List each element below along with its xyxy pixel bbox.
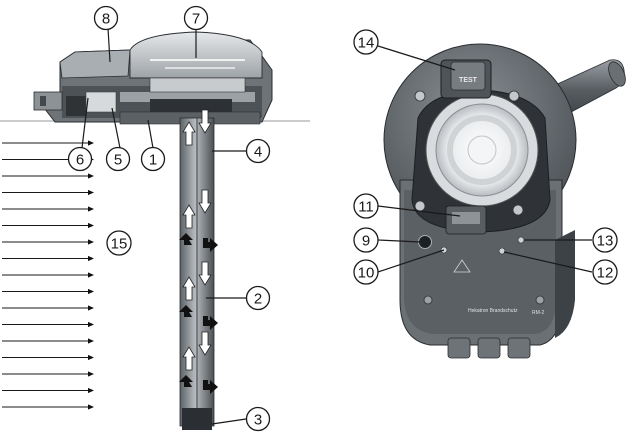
svg-text:9: 9: [362, 233, 370, 250]
svg-text:7: 7: [192, 11, 200, 28]
callout-8: 8: [93, 5, 119, 31]
reset-button: [418, 235, 432, 249]
air-flow-arrowhead: [88, 206, 94, 212]
inner-chamber: [120, 92, 255, 102]
air-flow-arrowhead: [88, 321, 94, 328]
tube-flow-arrows: [179, 109, 218, 394]
air-flow-arrowhead: [88, 239, 94, 245]
housing-lid: [59, 49, 131, 79]
callout-3: 3: [245, 406, 271, 432]
cable-entry: [66, 96, 86, 116]
brand-label: Hekatron Brandschutz: [468, 308, 518, 314]
callout-1: 1: [140, 146, 166, 172]
air-flow-arrowhead: [88, 272, 94, 278]
callout-10: 10: [353, 259, 379, 285]
svg-text:11: 11: [358, 199, 374, 216]
cross-section-drawing: 8 7 6 5 1 4 15 2: [0, 5, 310, 432]
indicator-led-12: [498, 247, 506, 255]
air-flow-arrowhead: [88, 354, 94, 361]
test-button: [450, 61, 486, 91]
air-flow-arrowhead: [88, 371, 94, 377]
dome-base: [149, 77, 246, 93]
bottom-cable-glands: [447, 337, 531, 359]
model-label: RM-2: [532, 310, 544, 316]
svg-text:4: 4: [254, 144, 262, 161]
air-flow-arrowhead: [88, 222, 94, 229]
callout-7: 7: [183, 5, 209, 31]
device-housing-drawing: TEST Hekatron Brandschutz RM-2: [353, 29, 626, 359]
callout-6: 6: [67, 146, 93, 172]
air-flow-arrowhead: [88, 189, 94, 196]
svg-text:15: 15: [111, 236, 128, 253]
svg-text:5: 5: [114, 152, 122, 169]
air-flow-arrowhead: [88, 338, 94, 344]
detector-chamber: [150, 99, 232, 113]
svg-text:2: 2: [254, 291, 262, 308]
warning-symbol: [453, 259, 471, 273]
air-flow-arrowhead: [88, 173, 94, 179]
air-flow-arrowhead: [88, 387, 94, 394]
cable-gland: [33, 91, 63, 111]
svg-text:13: 13: [597, 233, 614, 250]
housing-screws: [414, 90, 545, 305]
air-flow-arrowhead: [88, 255, 94, 262]
svg-text:3: 3: [254, 412, 262, 429]
callout-14: 14: [353, 29, 379, 55]
air-flow-arrows: [2, 140, 94, 410]
svg-text:6: 6: [76, 152, 84, 169]
internal-component: [85, 91, 117, 113]
callout-11: 11: [353, 193, 379, 219]
callout-15: 15: [106, 230, 132, 256]
indicator-led-13: [517, 236, 525, 244]
svg-text:12: 12: [597, 265, 614, 282]
callout-13: 13: [592, 227, 618, 253]
callout-2: 2: [245, 285, 271, 311]
test-button-label: TEST: [459, 77, 478, 84]
svg-text:10: 10: [358, 265, 375, 282]
air-flow-arrowhead: [88, 288, 94, 295]
svg-text:8: 8: [102, 11, 110, 28]
air-flow-arrowhead: [88, 140, 94, 146]
air-flow-arrowhead: [88, 404, 94, 410]
svg-text:14: 14: [358, 35, 375, 52]
callout-9: 9: [353, 227, 379, 253]
callout-5: 5: [105, 146, 131, 172]
callout-4: 4: [245, 138, 271, 164]
svg-text:1: 1: [149, 152, 157, 169]
callout-12: 12: [592, 259, 618, 285]
tube-end-cap: [182, 408, 212, 430]
air-flow-arrowhead: [88, 305, 94, 311]
